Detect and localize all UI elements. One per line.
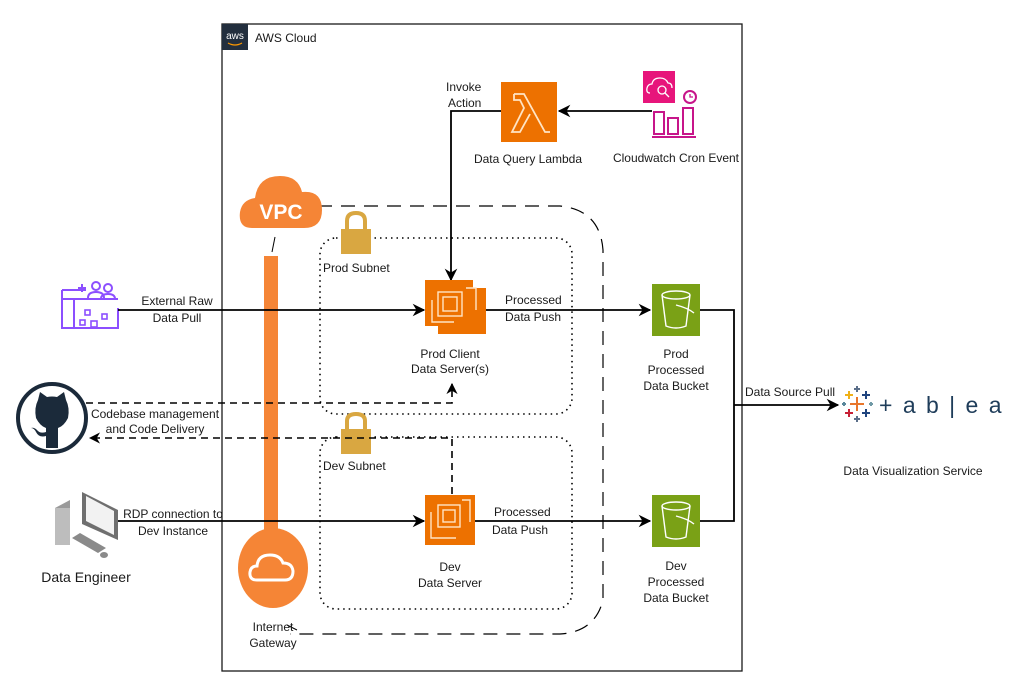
codebase-label-line2: and Code Delivery <box>106 422 205 436</box>
dev-server-icon[interactable] <box>425 495 475 545</box>
dev-push-label-line2: Data Push <box>492 523 548 537</box>
prod-push-label-line1: Processed <box>505 293 562 307</box>
lambda-label: Data Query Lambda <box>474 152 582 166</box>
tableau-logo-icon[interactable]: + a b | e a u <box>842 386 1011 422</box>
prod-server-label-line1: Prod Client <box>420 347 480 361</box>
prod-bucket-icon[interactable] <box>652 284 700 336</box>
dev-subnet-boundary <box>319 436 573 610</box>
aws-cloud-title: AWS Cloud <box>255 31 317 45</box>
dev-push-label-line1: Processed <box>494 505 551 519</box>
dev-server-label-line2: Data Server <box>418 576 482 590</box>
dev-bucket-label-line2: Processed <box>648 575 705 589</box>
cloudwatch-label: Cloudwatch Cron Event <box>613 151 740 165</box>
dev-lock-icon <box>341 411 371 454</box>
cloudwatch-icon[interactable] <box>643 71 697 138</box>
data-engineer-label: Data Engineer <box>41 569 131 585</box>
codebase-label-line1: Codebase management <box>91 407 220 421</box>
aws-cloud-border <box>221 23 743 672</box>
dev-bucket-label-line1: Dev <box>665 559 686 573</box>
prod-lock-icon <box>341 210 371 254</box>
external-label-line2: Data Pull <box>153 311 202 325</box>
prod-subnet-boundary <box>319 237 573 415</box>
aws-logo-text: aws <box>226 31 244 42</box>
prod-bucket-label-line3: Data Bucket <box>643 379 709 393</box>
gateway-label-line1: Internet <box>253 620 294 634</box>
prod-server-icon[interactable] <box>425 280 486 334</box>
codebase-sync-arrow <box>88 432 453 494</box>
internet-gateway-icon[interactable] <box>238 528 308 608</box>
invoke-label-line2: Action <box>448 96 481 110</box>
tableau-wordmark: + a b | e a u <box>879 392 1011 418</box>
dev-subnet-label: Dev Subnet <box>323 459 386 473</box>
prod-subnet-label: Prod Subnet <box>323 261 390 275</box>
bucket-merge-line <box>700 309 735 522</box>
vpc-label: VPC <box>259 201 302 224</box>
dev-bucket-icon[interactable] <box>652 495 700 547</box>
external-label-line1: External Raw <box>141 294 213 308</box>
prod-bucket-label-line1: Prod <box>663 347 688 361</box>
code-delivery-arrow <box>86 382 458 404</box>
lambda-icon[interactable] <box>501 82 557 142</box>
github-icon[interactable] <box>16 382 88 454</box>
external-data-icon[interactable] <box>61 281 119 329</box>
invoke-action-arrow <box>444 110 501 282</box>
rdp-label-line1: RDP connection to <box>123 507 223 521</box>
prod-push-label-line2: Data Push <box>505 310 561 324</box>
aws-logo-icon: aws <box>222 24 248 50</box>
invoke-label-line1: Invoke <box>446 80 482 94</box>
vpc-cloud-icon: VPC <box>239 176 322 228</box>
prod-bucket-label-line2: Processed <box>648 363 705 377</box>
prod-server-label-line2: Data Server(s) <box>411 362 489 376</box>
vpc-boundary <box>290 205 604 635</box>
tableau-caption: Data Visualization Service <box>843 464 983 478</box>
aws-cloud-group: aws AWS Cloud <box>221 23 743 672</box>
dev-server-label-line1: Dev <box>439 560 460 574</box>
data-source-pull-label: Data Source Pull <box>745 385 835 399</box>
vpc-internet-gateway-link <box>264 256 278 546</box>
gateway-label-line2: Gateway <box>249 636 296 650</box>
dev-bucket-label-line3: Data Bucket <box>643 591 709 605</box>
rdp-label-line2: Dev Instance <box>138 524 208 538</box>
desktop-computer-icon[interactable] <box>55 492 118 558</box>
